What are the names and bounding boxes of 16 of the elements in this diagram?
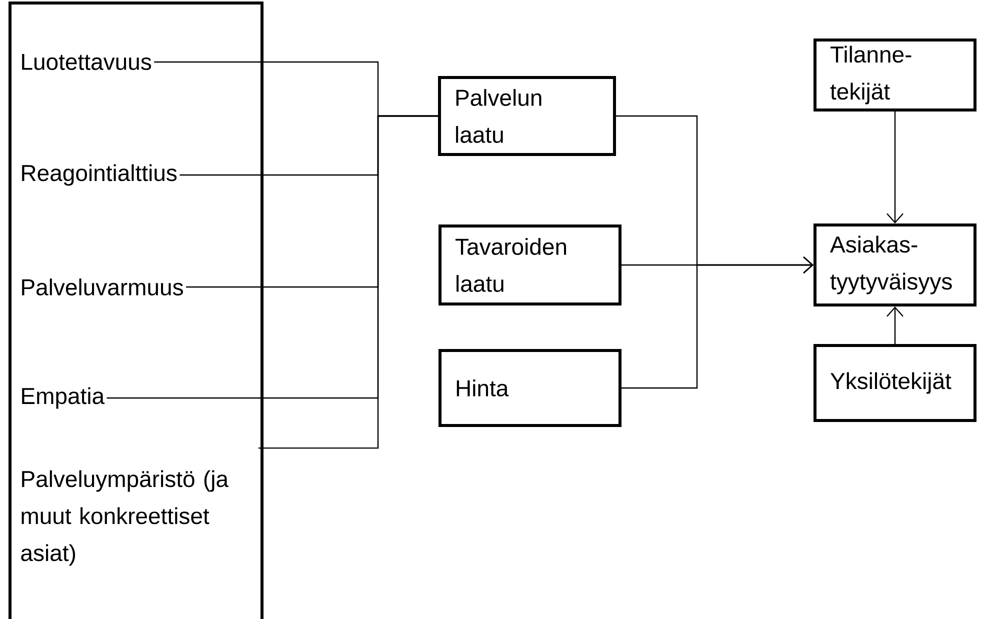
factor-label: Palveluvarmuus [22, 278, 183, 296]
connector-line [622, 256, 814, 389]
panel-frame [8, 2, 264, 619]
process-box: Tavaroiden laatu [438, 224, 622, 306]
connector-line [886, 112, 904, 224]
factor-label: Palveluympäristö (ja muut konkreettiset asiat) [21, 470, 229, 566]
factor-label: Luotettavuus [22, 54, 152, 70]
factor-label: Reagointialttius [22, 164, 177, 186]
process-box: Yksilötekijät [814, 344, 976, 422]
process-box: Tilanne- tekijät [814, 38, 976, 112]
factor-label: Empatia [22, 387, 105, 409]
process-box: Hinta [438, 349, 622, 427]
process-box: Palvelun laatu [438, 76, 616, 156]
connector-line [258, 115, 438, 449]
process-box: Asiakas- tyytyväisyys [814, 224, 976, 306]
connector-line [886, 306, 904, 344]
